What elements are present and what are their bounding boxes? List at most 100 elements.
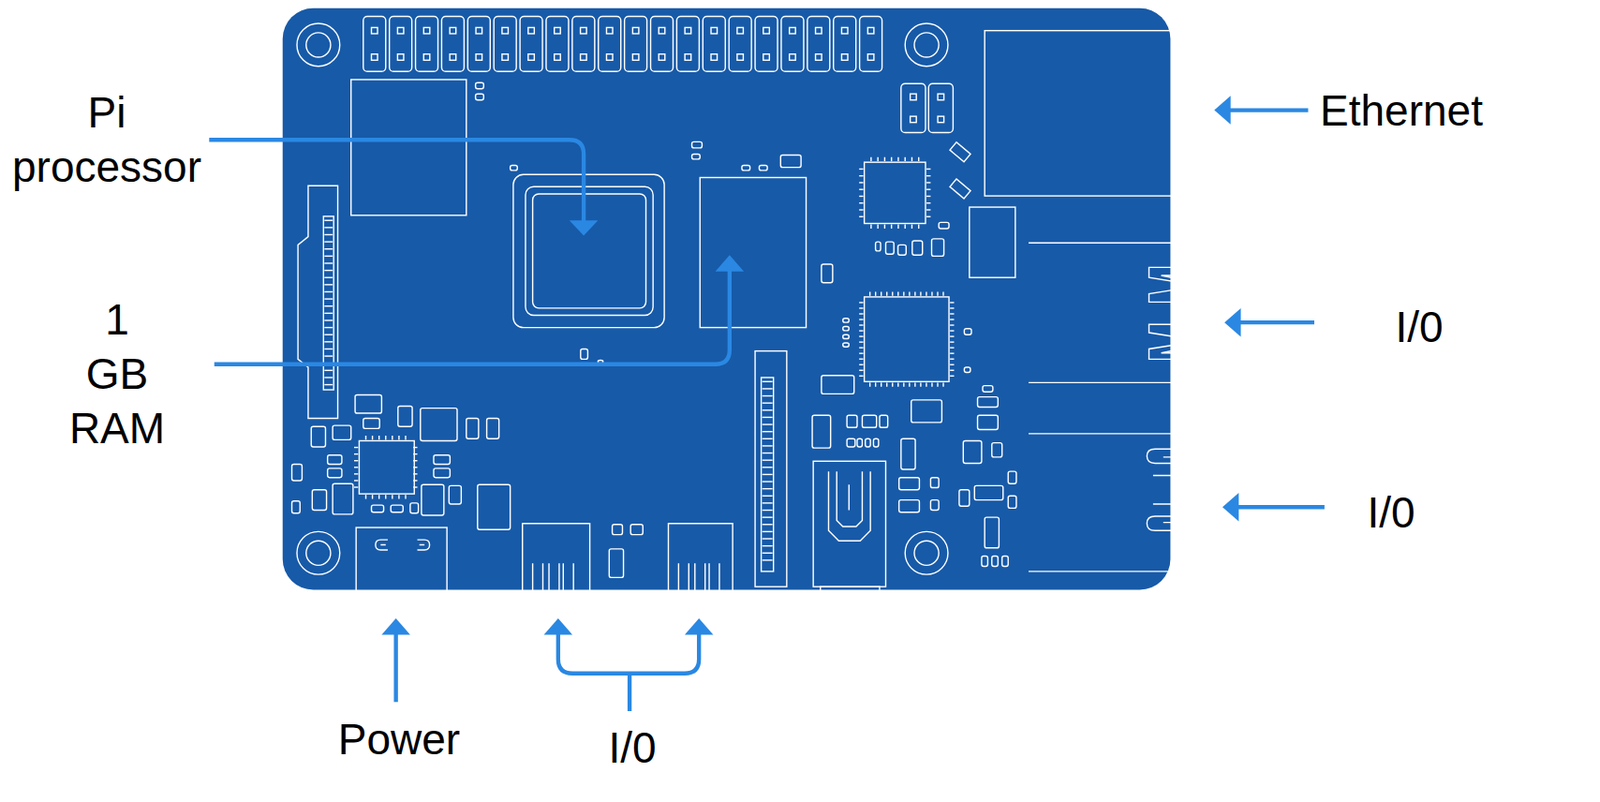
processor-chip <box>525 186 653 315</box>
arrow-head <box>569 220 599 236</box>
connector-contact <box>324 220 333 222</box>
component <box>692 141 703 149</box>
connector-contact <box>762 480 773 482</box>
connector-contact <box>324 240 333 242</box>
chip-pin <box>365 435 367 440</box>
connector-contact <box>324 277 333 279</box>
chip-pin <box>859 335 863 337</box>
chip <box>358 440 415 494</box>
component <box>932 238 945 257</box>
chip-pin <box>859 168 863 170</box>
component <box>510 164 519 170</box>
component <box>962 440 982 463</box>
gpio-pin <box>651 15 674 72</box>
component <box>780 155 801 168</box>
chip-pin <box>880 291 882 296</box>
display-connector <box>297 185 338 418</box>
pin <box>475 54 483 61</box>
pin <box>711 54 718 61</box>
component <box>930 477 939 489</box>
chip-pin <box>884 157 886 162</box>
component <box>1007 495 1017 508</box>
component <box>992 556 999 567</box>
gpio-pin <box>859 15 883 72</box>
chip-pin <box>859 307 863 309</box>
pin <box>684 27 692 34</box>
chip-pin <box>949 357 954 359</box>
leader-line <box>393 632 398 702</box>
leader-line <box>1238 320 1315 325</box>
chip-pin <box>926 175 931 177</box>
chip-pin <box>949 301 954 303</box>
pin <box>841 27 848 34</box>
connector-contact <box>324 312 333 314</box>
hdmi-contacts <box>562 562 574 598</box>
chip-pin <box>874 382 876 386</box>
header-pin <box>901 83 926 133</box>
chip-pin <box>859 175 863 177</box>
pcb <box>282 8 1171 591</box>
pin <box>937 116 945 123</box>
chip-pin <box>859 318 863 320</box>
callout-label: I/0 <box>607 720 656 775</box>
connector-contact <box>324 226 333 228</box>
pin <box>815 54 823 61</box>
connector-contact <box>762 523 773 525</box>
chip-pin <box>897 382 899 386</box>
pin <box>711 27 718 34</box>
connector-contact <box>324 269 333 271</box>
chip-pin <box>903 157 905 162</box>
gpio-pin <box>572 15 595 72</box>
component <box>873 438 878 447</box>
connector-contact <box>762 444 773 446</box>
component <box>327 468 342 478</box>
arrow-head <box>544 618 574 635</box>
chip-pin <box>903 291 904 296</box>
component <box>963 367 971 372</box>
component <box>332 483 354 515</box>
gpio-pin <box>519 15 543 72</box>
pin <box>580 54 588 61</box>
chip-pin <box>354 466 358 468</box>
audio-jack <box>820 586 880 615</box>
pin <box>449 27 457 34</box>
connector-contact <box>762 466 773 468</box>
callout-label: Pi processor <box>12 85 202 194</box>
pin <box>658 27 666 34</box>
chip-pin <box>908 382 910 386</box>
usb-c-contact <box>375 539 388 550</box>
pin <box>737 27 744 34</box>
pin <box>632 27 639 34</box>
pin <box>423 54 430 61</box>
chip-pin <box>378 494 380 499</box>
mount-hole <box>914 32 939 58</box>
pin <box>789 54 797 61</box>
chip-pin <box>413 459 417 461</box>
chip-pin <box>886 382 888 386</box>
chip-pin <box>880 382 882 386</box>
chip-pin <box>859 208 863 210</box>
connector-contact <box>324 376 333 378</box>
chip-pin <box>925 291 927 296</box>
chip-pin <box>926 202 931 204</box>
component <box>977 397 999 408</box>
component <box>846 438 856 447</box>
leader-line <box>214 269 730 365</box>
chip-pin <box>859 202 863 204</box>
chip-pin <box>859 216 863 218</box>
board-parts <box>292 15 1217 615</box>
pin <box>684 54 692 61</box>
component <box>475 93 485 101</box>
chip-pin <box>413 466 417 468</box>
connector-contact <box>762 395 773 397</box>
component <box>861 414 876 428</box>
chip-pin <box>354 473 358 475</box>
chip-pin <box>949 318 954 320</box>
arrow-head <box>1224 308 1241 337</box>
pin <box>763 27 771 34</box>
connector-contact <box>324 305 333 307</box>
component <box>327 455 342 465</box>
connector-contact <box>762 531 773 533</box>
component <box>758 164 768 170</box>
connector-contact <box>762 488 773 489</box>
